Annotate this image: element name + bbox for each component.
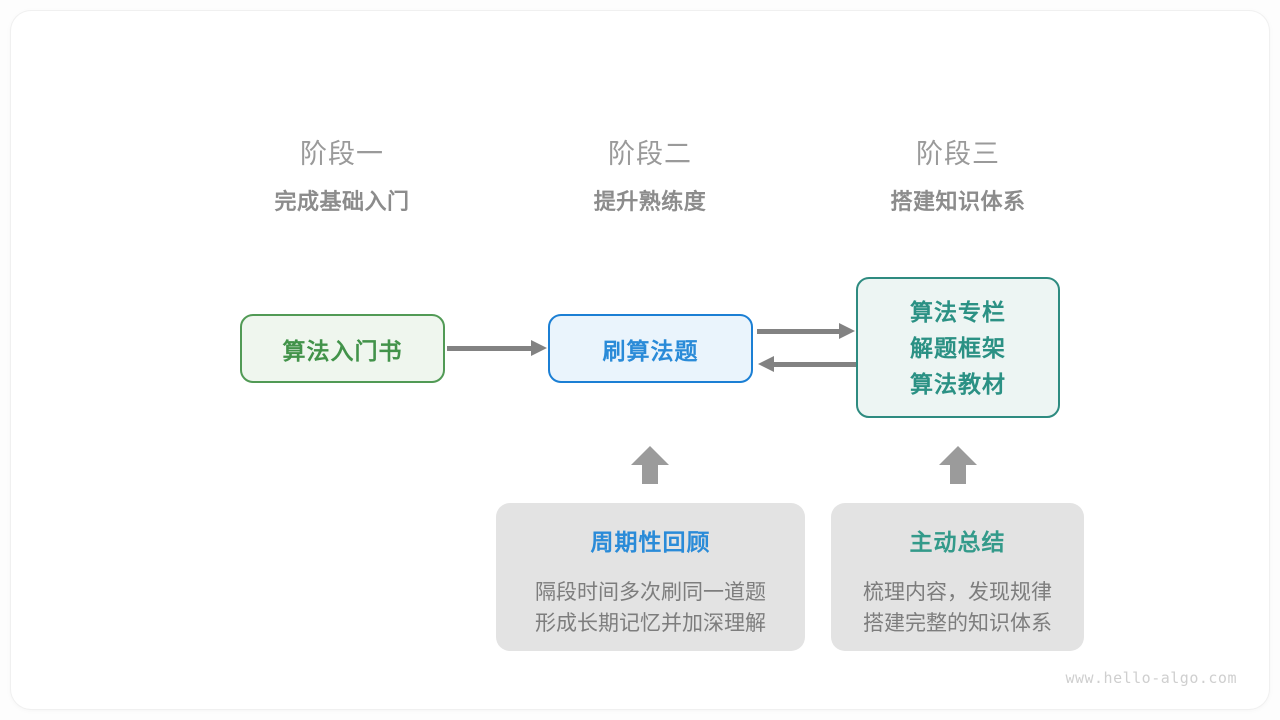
card-title: 周期性回顾 [590,529,711,555]
card-active-summary: 主动总结 梳理内容，发现规律 搭建完整的知识体系 [831,503,1084,651]
node-learning-resources: 算法专栏 解题框架 算法教材 [856,277,1060,418]
card-description-line-1: 梳理内容，发现规律 [863,581,1052,604]
stage-goal: 完成基础入门 [274,189,410,214]
node-label-line-1: 算法专栏 [910,298,1006,325]
watermark: www.hello-algo.com [1065,669,1237,687]
arrow-shaft [950,462,966,484]
stage-header-2: 阶段二 提升熟练度 [530,137,770,217]
arrow-head [631,446,669,465]
stage-header-3: 阶段三 搭建知识体系 [838,137,1078,217]
arrow-head [939,446,977,465]
arrow-book-to-practice-icon [447,340,547,356]
card-description: 梳理内容，发现规律 搭建完整的知识体系 [831,577,1084,639]
stage-name: 阶段三 [916,139,1000,169]
node-label-line-2: 解题框架 [910,334,1006,361]
stage-header-1: 阶段一 完成基础入门 [222,137,462,217]
arrow-practice-to-resources-icon [757,323,855,339]
card-description: 隔段时间多次刷同一道题 形成长期记忆并加深理解 [496,577,805,639]
arrow-shaft [642,462,658,484]
node-algorithm-intro-book: 算法入门书 [240,314,445,383]
card-description-line-2: 形成长期记忆并加深理解 [535,612,766,635]
stage-goal: 提升熟练度 [593,189,707,214]
node-label-line-3: 算法教材 [910,370,1006,397]
stage-name: 阶段二 [608,139,692,169]
diagram-frame: 阶段一 完成基础入门 阶段二 提升熟练度 阶段三 搭建知识体系 算法入门书 刷算… [11,11,1269,709]
arrow-up-summary-icon [939,446,977,484]
arrow-up-review-icon [631,446,669,484]
stage-name: 阶段一 [300,139,384,169]
node-practice-problems: 刷算法题 [548,314,753,383]
card-description-line-1: 隔段时间多次刷同一道题 [535,581,766,604]
card-description-line-2: 搭建完整的知识体系 [863,612,1052,635]
node-label: 算法入门书 [282,337,403,364]
card-periodic-review: 周期性回顾 隔段时间多次刷同一道题 形成长期记忆并加深理解 [496,503,805,651]
arrow-resources-to-practice-icon [758,356,856,372]
node-label: 刷算法题 [602,337,699,364]
card-title: 主动总结 [909,529,1006,555]
stage-goal: 搭建知识体系 [890,189,1026,214]
